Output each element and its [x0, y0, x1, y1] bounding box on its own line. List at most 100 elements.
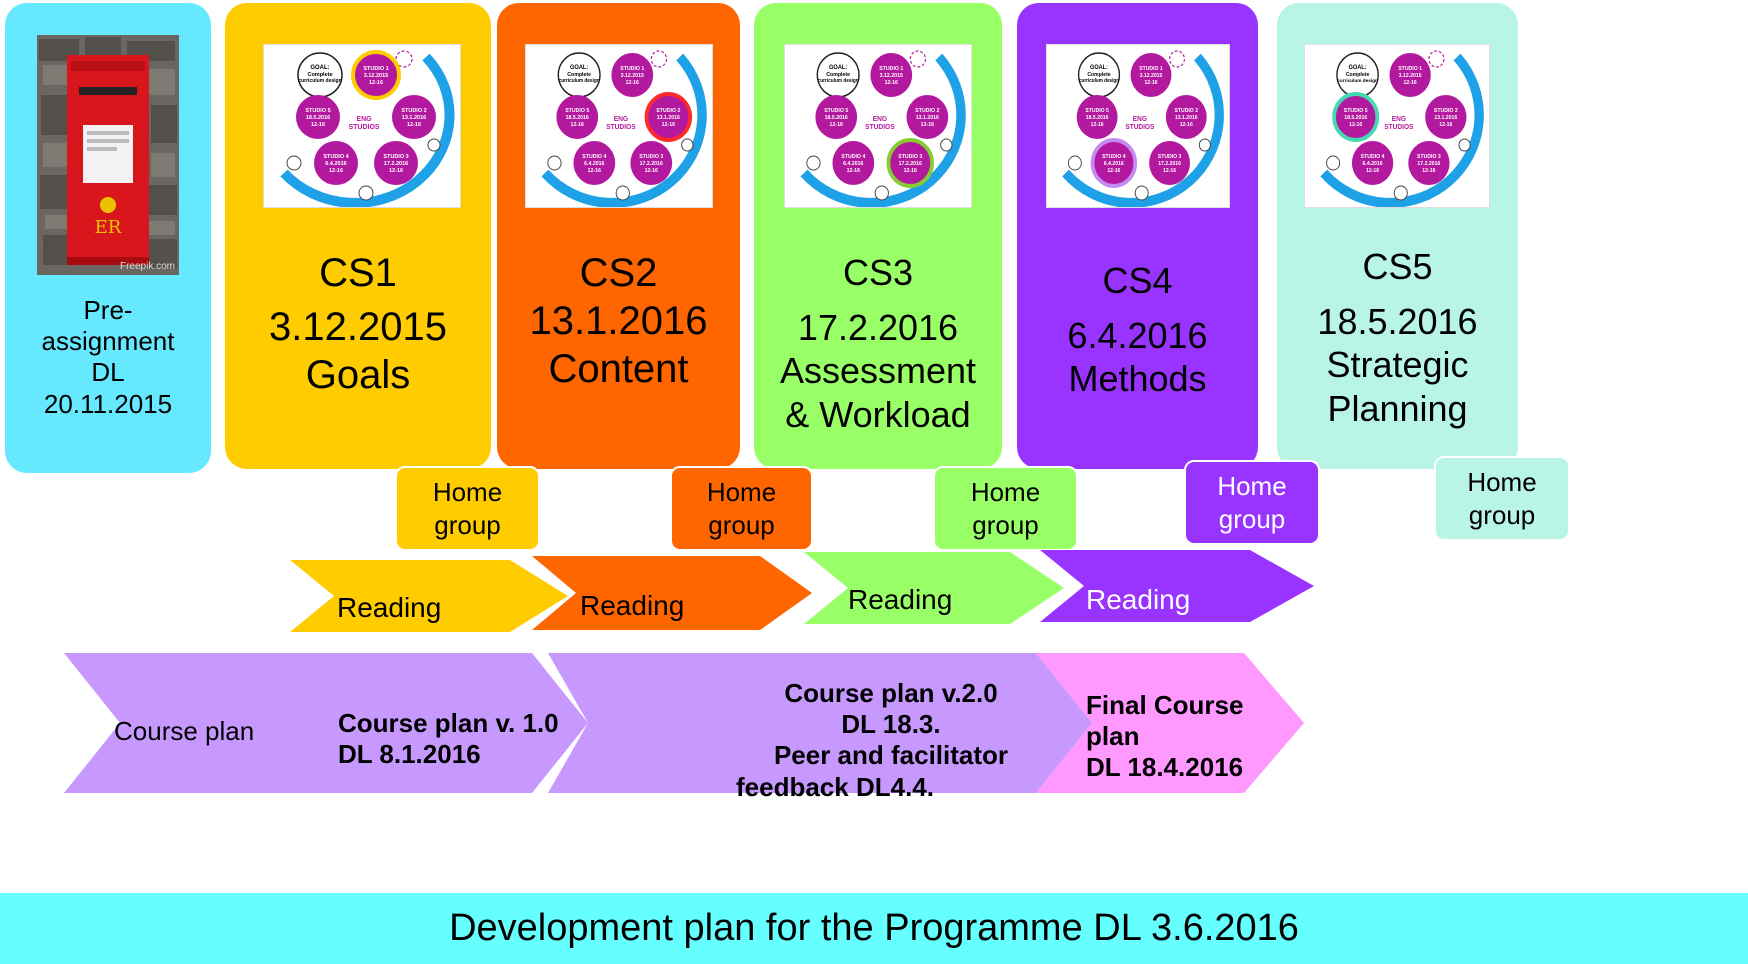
- center-text: ENG: [1392, 116, 1406, 123]
- studio-time: 12-16: [1107, 168, 1120, 174]
- studio-bubble: [374, 141, 418, 185]
- goal-text: curriculum design: [559, 78, 600, 84]
- small-circle: [806, 155, 821, 171]
- goal-text: GOAL:: [310, 65, 329, 71]
- goal-text: curriculum design: [298, 78, 341, 84]
- studio-date: 6.4.2016: [1104, 161, 1124, 167]
- studio-date: 3.12.2015: [1399, 73, 1422, 79]
- session-date: 17.2.2016: [797, 307, 959, 349]
- small-circle: [1067, 155, 1082, 171]
- center-text: STUDIOS: [348, 124, 379, 131]
- studio-bubble: [1149, 141, 1190, 185]
- studio-bubble: [1389, 53, 1431, 97]
- reading-label-4: Reading: [1086, 584, 1191, 615]
- goal-text: Complete: [567, 72, 591, 78]
- small-circle: [286, 155, 302, 171]
- studio-time: 12-16: [645, 168, 658, 174]
- plan-step-4-line3: Peer and facilitator: [773, 740, 1009, 771]
- studio-time: 12-16: [571, 122, 584, 128]
- goal-text: Complete: [1346, 72, 1370, 78]
- studio-name: STUDIO 3: [898, 154, 922, 160]
- plan-step-4-line4: feedback DL4.4.: [736, 771, 934, 802]
- center-circle: [601, 103, 640, 143]
- small-circle: [547, 155, 562, 171]
- center-circle: [1121, 103, 1159, 143]
- studio-name: STUDIO 4: [1361, 154, 1385, 160]
- studio-name: STUDIO 5: [1085, 108, 1109, 114]
- goal-text: curriculum design: [818, 78, 859, 84]
- session-text: CS2 13.1.2016 Content: [497, 249, 740, 393]
- plan-step-5-line1: Final Course: [1086, 690, 1244, 720]
- center-text: STUDIOS: [1384, 124, 1414, 131]
- pre-assignment-line1: Pre-: [83, 295, 133, 325]
- reading-arrow-3: [804, 552, 1064, 624]
- home-group-line1: Home: [706, 477, 777, 507]
- plan-step-4: Course plan v.2.0 DL 18.3. Peer and faci…: [736, 678, 1046, 803]
- small-circle: [358, 185, 374, 201]
- session-topic-line2: Planning: [1327, 387, 1468, 429]
- studio-name: STUDIO 5: [824, 108, 848, 114]
- session-topic: Assessment: [779, 350, 977, 392]
- small-circle: [1326, 155, 1341, 171]
- studio-date: 17.2.2016: [1158, 161, 1181, 167]
- studio-bubble: [1351, 141, 1394, 185]
- studio-time: 12-16: [311, 122, 325, 128]
- home-group-line1: Home: [1467, 467, 1537, 497]
- studio-date: 6.4.2016: [1363, 161, 1383, 167]
- studio-name: STUDIO 4: [1102, 154, 1126, 160]
- studio-bubble: [611, 53, 654, 97]
- studio-time: 12-16: [904, 168, 917, 174]
- session-date: 13.1.2016: [529, 299, 708, 343]
- studio-name: STUDIO 3: [383, 154, 408, 160]
- studio-date: 18.5.2016: [825, 115, 848, 121]
- goal-text: GOAL:: [1090, 65, 1108, 71]
- small-circle: [1458, 138, 1471, 152]
- studio-time: 12-16: [1366, 168, 1379, 174]
- studio-bubble: [573, 141, 616, 185]
- highlight-ring: [886, 138, 934, 188]
- goal-text: Complete: [826, 72, 850, 78]
- home-group-line2: group: [434, 509, 501, 540]
- footer-banner: Development plan for the Programme DL 3.…: [0, 893, 1748, 964]
- studio-name: STUDIO 4: [323, 154, 349, 160]
- center-text: ENG: [1133, 116, 1147, 123]
- reading-label-1: Reading: [337, 592, 442, 623]
- studio-time: 12-16: [1091, 122, 1104, 128]
- pre-assignment-line4: 20.11.2015: [43, 388, 173, 419]
- center-circle: [1380, 103, 1418, 143]
- studio-bubble: [1408, 141, 1450, 185]
- studio-name: STUDIO 5: [1344, 108, 1368, 114]
- plan-step-2-line1: Course plan v. 1.0: [338, 708, 559, 738]
- goal-text: GOAL:: [829, 65, 847, 71]
- studio-time: 12-16: [662, 122, 675, 128]
- studio-name: STUDIO 1: [620, 66, 644, 72]
- studio-name: STUDIO 2: [915, 108, 939, 114]
- session-topic: Goals: [305, 353, 411, 397]
- center-text: STUDIOS: [1125, 124, 1154, 131]
- reading-label-3: Reading: [848, 584, 953, 615]
- studio-time: 12-16: [1144, 80, 1157, 86]
- goal-text: curriculum design: [1079, 78, 1119, 84]
- small-circle: [1428, 50, 1445, 68]
- pre-assignment-card: ER Freepik.com Pre- assignment DL 20.11.…: [5, 3, 211, 473]
- studio-time: 12-16: [626, 80, 639, 86]
- studio-bubble: [870, 53, 913, 97]
- ring-arc: [1062, 53, 1224, 207]
- small-circle: [909, 50, 927, 68]
- small-circle: [615, 185, 630, 201]
- home-group-line1: Home: [432, 477, 503, 507]
- goal-text: GOAL:: [1349, 65, 1367, 71]
- session-code: CS2: [579, 251, 658, 295]
- small-circle: [427, 138, 441, 152]
- studio-name: STUDIO 2: [656, 108, 680, 114]
- plan-step-4-line2: DL 18.3.: [841, 709, 941, 740]
- studio-date: 13.1.2016: [657, 115, 680, 121]
- studio-date: 18.5.2016: [566, 115, 589, 121]
- goal-text: curriculum design: [1337, 78, 1378, 84]
- studio-time: 12-16: [329, 168, 343, 174]
- studio-bubble: [314, 141, 358, 185]
- plan-step-4-line1: Course plan v.2.0: [784, 678, 998, 708]
